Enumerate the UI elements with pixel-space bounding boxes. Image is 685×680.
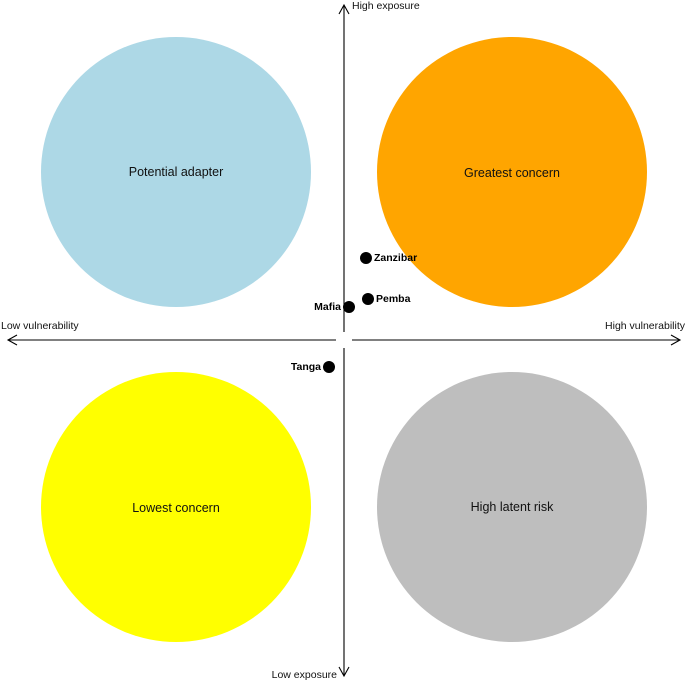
point-pemba [362,293,374,305]
quadrant-label-high-latent-risk: High latent risk [471,500,554,514]
quadrant-circle-lowest-concern [41,372,311,642]
quadrant-circle-potential-adapter [41,37,311,307]
quadrant-label-lowest-concern: Lowest concern [132,501,220,515]
y-axis-top-label: High exposure [352,0,420,12]
quadrant-circle-greatest-concern [377,37,647,307]
point-label-pemba: Pemba [376,293,411,305]
point-mafia [343,301,355,313]
y-axis-bottom-arrowhead [338,666,350,678]
point-tanga [323,361,335,373]
y-axis-top-arrowhead [338,3,350,15]
point-zanzibar [360,252,372,264]
y-axis [338,3,350,678]
y-axis-bottom-label: Low exposure [272,669,338,680]
x-axis-left-label: Low vulnerability [1,320,79,332]
x-axis-left-arrowhead [6,334,18,346]
point-label-mafia: Mafia [314,301,341,313]
quadrant-label-potential-adapter: Potential adapter [129,165,224,179]
quadrant-circle-high-latent-risk [377,372,647,642]
point-label-zanzibar: Zanzibar [374,252,417,264]
quadrant-label-greatest-concern: Greatest concern [464,166,560,180]
x-axis-right-label: High vulnerability [605,320,685,332]
x-axis-right-arrowhead [670,334,682,346]
point-label-tanga: Tanga [291,361,321,373]
x-axis [6,334,682,346]
